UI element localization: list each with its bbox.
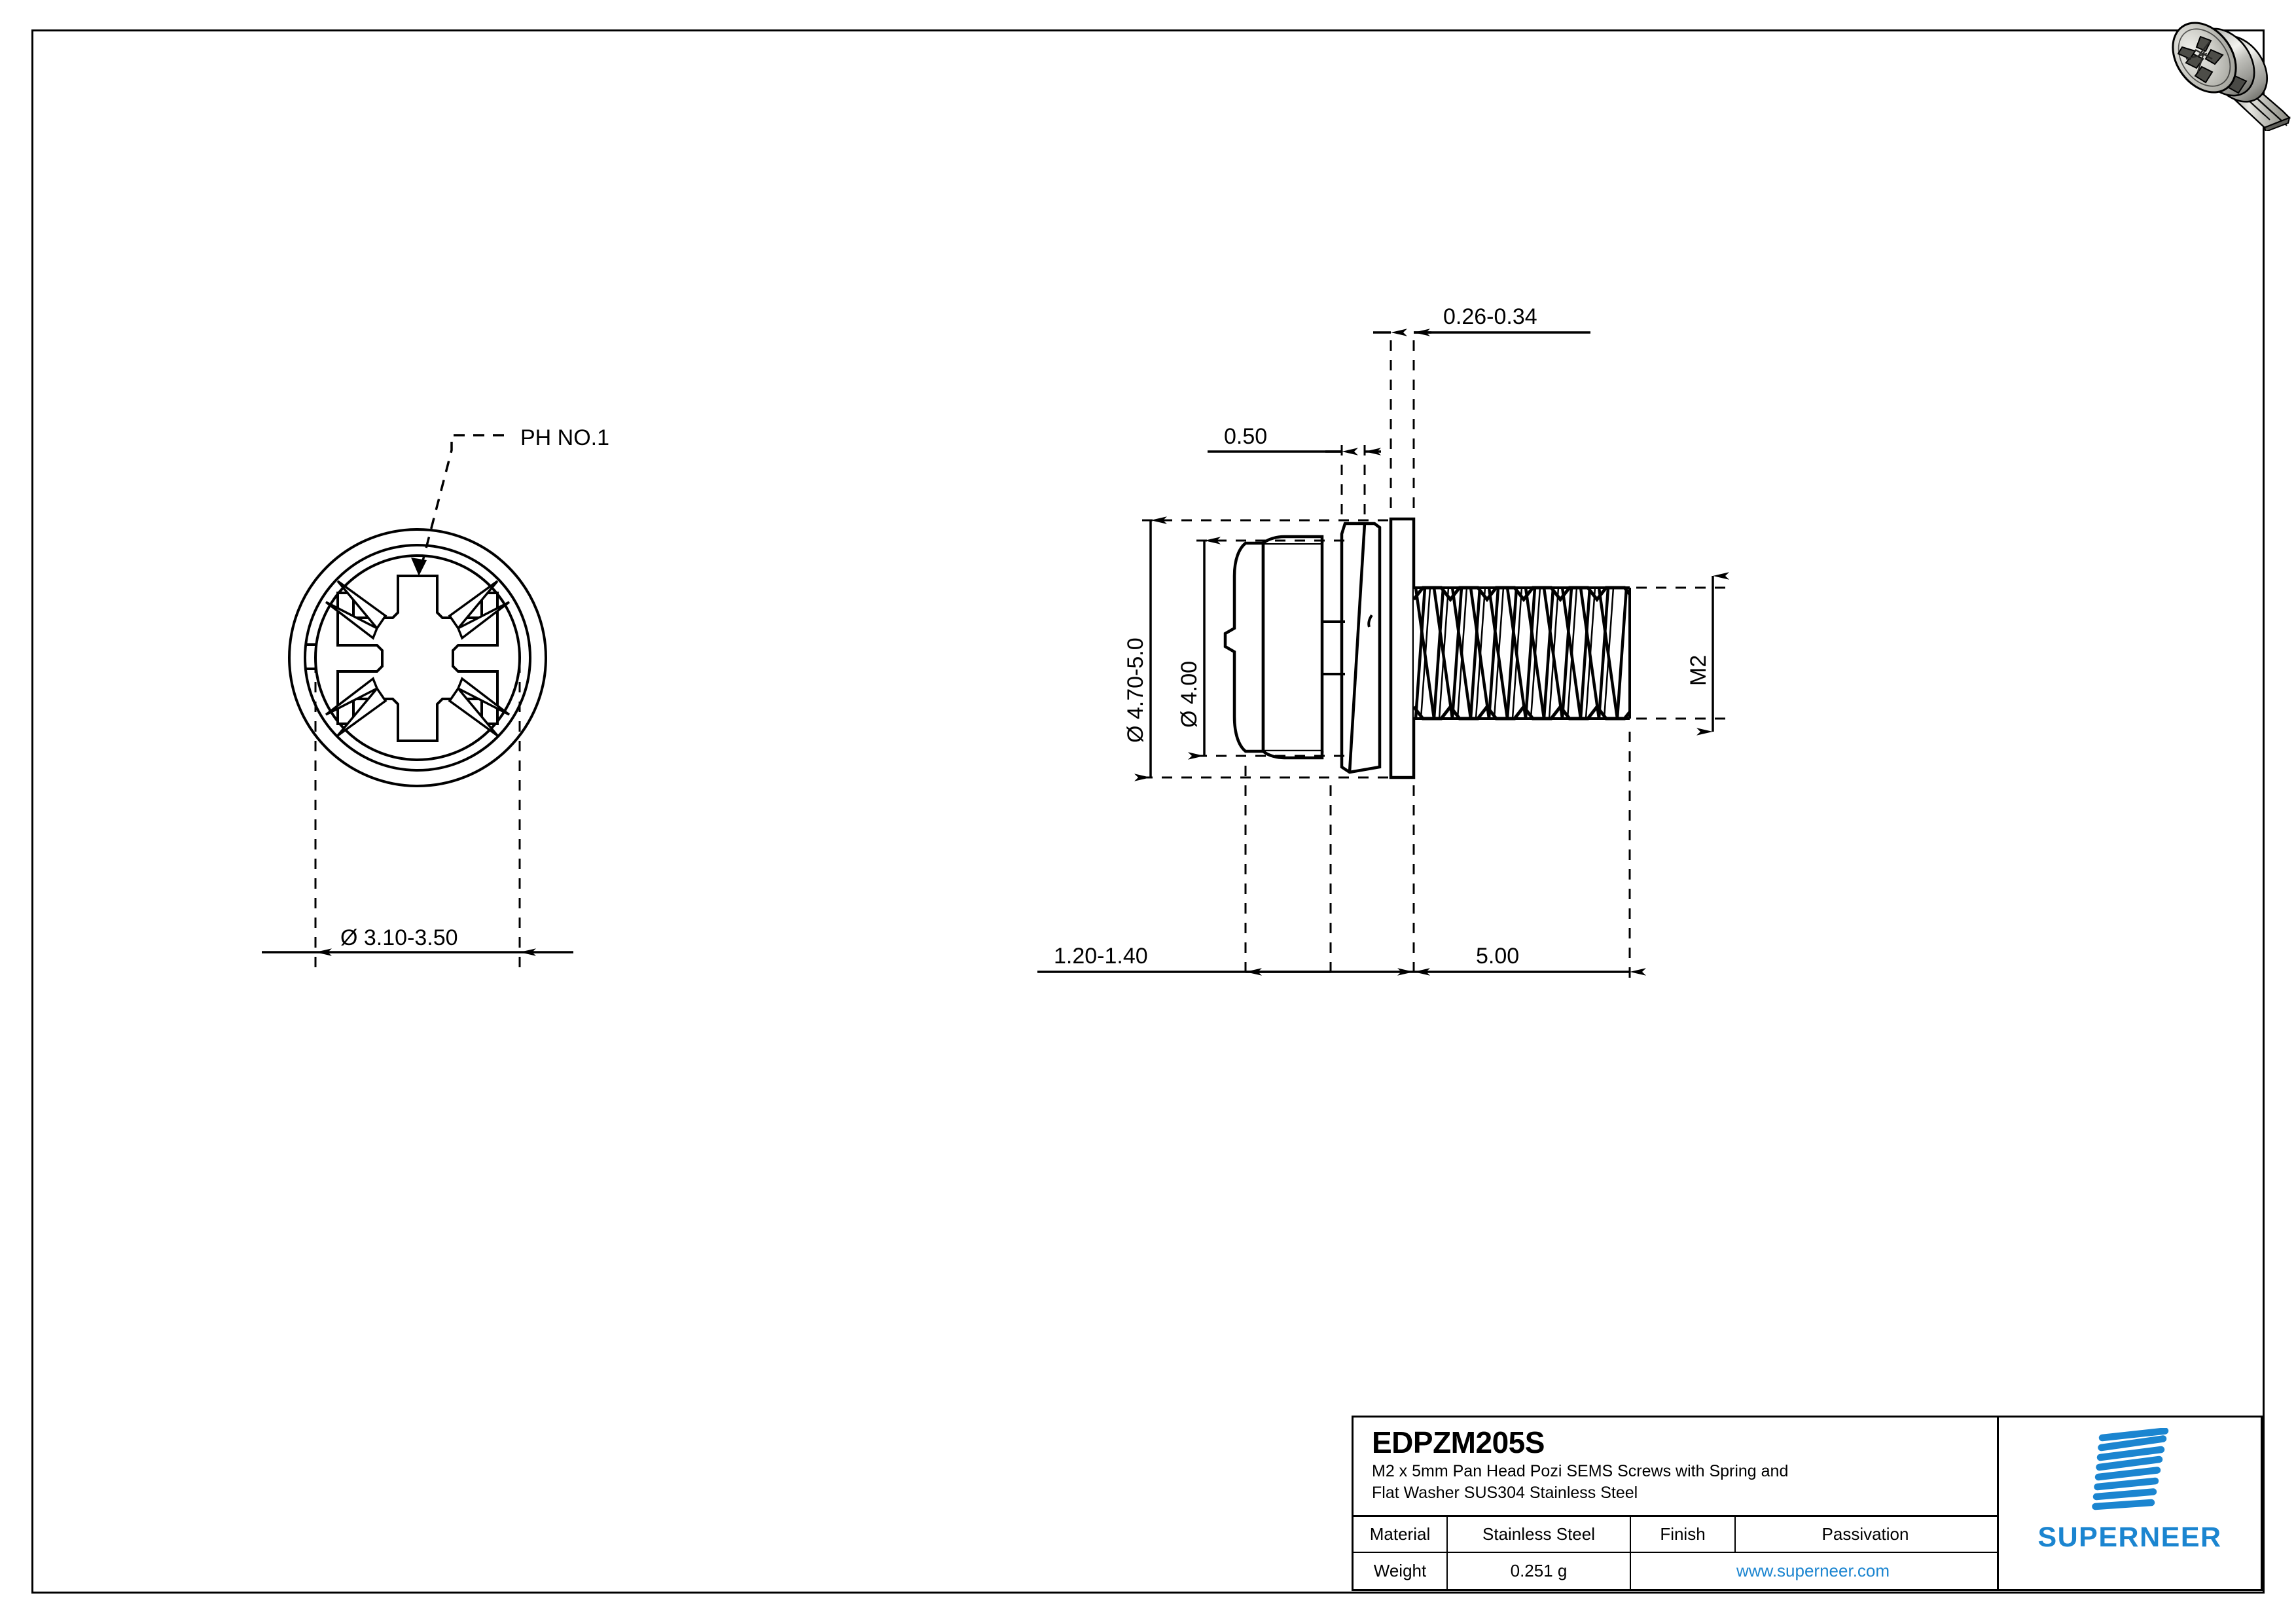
finish-value: Passivation xyxy=(1821,1524,1909,1544)
spring-washer-thickness-label: 0.50 xyxy=(1224,424,1267,449)
title-block-left: EDPZM205S M2 x 5mm Pan Head Pozi SEMS Sc… xyxy=(1354,1418,1999,1589)
front-diameter-label: Ø 3.10-3.50 xyxy=(340,925,458,950)
side-bottom-extension-lines xyxy=(1244,732,1631,982)
pozi-rib-se2 xyxy=(456,677,511,716)
thread-size-dim: M2 xyxy=(1617,572,1729,736)
pan-head-profile xyxy=(1223,541,1265,753)
part-number: EDPZM205S xyxy=(1372,1425,1545,1459)
screw-3d-body xyxy=(2172,22,2291,131)
front-view-group xyxy=(288,528,547,787)
pan-head-body xyxy=(1261,541,1324,753)
head-diameter-dim: Ø 4.00 xyxy=(1177,537,1348,760)
pan-head-top-radius xyxy=(1262,535,1324,544)
finish-label: Finish xyxy=(1631,1517,1736,1552)
weight-label: Weight xyxy=(1354,1553,1448,1589)
pozidriv-ribs-3d xyxy=(2185,41,2213,73)
pozi-rib-ne xyxy=(448,580,499,630)
ph-callout-label: PH NO.1 xyxy=(520,425,609,450)
spring-washer-circle xyxy=(304,544,531,772)
brand-name: SUPERNEER xyxy=(2037,1522,2222,1553)
flat-washer-outer-circle xyxy=(288,528,547,787)
pan-head-3d xyxy=(2172,22,2237,94)
weight-value: 0.251 g xyxy=(1448,1553,1631,1589)
title-block: EDPZM205S M2 x 5mm Pan Head Pozi SEMS Sc… xyxy=(1352,1416,2263,1591)
cross-recess-outline xyxy=(336,575,499,742)
thread-length-dim: 5.00 xyxy=(1331,944,1646,976)
description-line-1: M2 x 5mm Pan Head Pozi SEMS Screws with … xyxy=(1372,1462,1789,1480)
pozi-rib-sw xyxy=(336,687,387,737)
pan-head-bottom-radius xyxy=(1262,750,1324,760)
pozi-rib-se xyxy=(448,687,499,737)
title-block-description-cell: EDPZM205S M2 x 5mm Pan Head Pozi SEMS Sc… xyxy=(1354,1418,1997,1517)
flat-washer-thickness-label: 0.26-0.34 xyxy=(1443,304,1537,329)
washer-od-dim: Ø 4.70-5.0 xyxy=(1123,516,1394,781)
ph-leader-arrowhead xyxy=(411,558,427,576)
spring-washer-split-line xyxy=(1348,523,1367,773)
side-view-group xyxy=(1223,517,1631,779)
drawing-frame-border xyxy=(31,29,2265,1594)
pozi-rib-nw2 xyxy=(325,601,379,640)
head-height-dim: 1.20-1.40 xyxy=(1037,944,1331,976)
front-diameter-dimension xyxy=(314,662,521,972)
screw-head-circle xyxy=(314,554,521,761)
flat-washer-thickness-dim: 0.26-0.34 xyxy=(1373,304,1590,517)
brand-cell: SUPERNEER xyxy=(1999,1418,2261,1589)
flat-washer-profile xyxy=(1389,517,1416,779)
description-line-2: Flat Washer SUS304 Stainless Steel xyxy=(1372,1484,1638,1502)
ph-leader-line xyxy=(418,434,504,577)
pozi-rib-sw2 xyxy=(325,677,379,716)
material-finish-row: Material Stainless Steel Finish Passivat… xyxy=(1354,1517,1997,1554)
material-value: Stainless Steel xyxy=(1448,1517,1631,1552)
head-height-label: 1.20-1.40 xyxy=(1054,944,1148,969)
weight-website-row: Weight 0.251 g www.superneer.com xyxy=(1354,1553,1997,1589)
isometric-render-screw xyxy=(2172,22,2291,131)
washer-od-label: Ø 4.70-5.0 xyxy=(1123,637,1148,743)
thread-size-label: M2 xyxy=(1686,655,1711,686)
pozi-rib-ne2 xyxy=(456,601,511,640)
spring-washer-profile xyxy=(1340,522,1382,774)
pozidriv-cross-recess xyxy=(325,575,511,742)
thread-profile-lines xyxy=(1414,587,1628,719)
spring-washer-thickness-dim: 0.50 xyxy=(1208,424,1381,524)
thread-length-label: 5.00 xyxy=(1476,944,1519,969)
head-diameter-label: Ø 4.00 xyxy=(1177,661,1202,728)
superneer-logo-icon xyxy=(2092,1428,2169,1510)
website-link[interactable]: www.superneer.com xyxy=(1736,1561,1890,1581)
ph-callout-leader xyxy=(418,434,504,577)
material-label: Material xyxy=(1354,1517,1448,1552)
pozi-rib-nw xyxy=(336,580,387,630)
thread-envelope xyxy=(1412,586,1631,721)
